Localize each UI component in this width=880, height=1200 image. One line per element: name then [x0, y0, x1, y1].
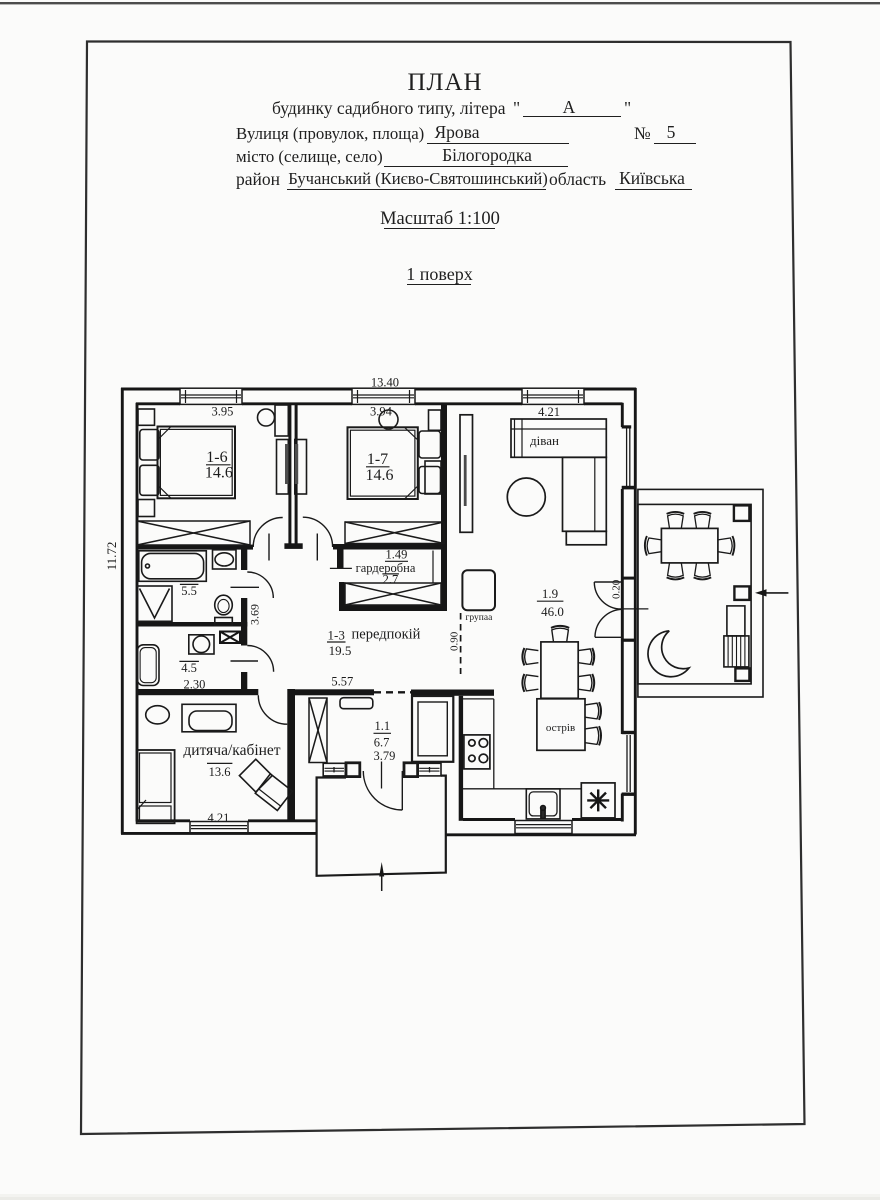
svg-text:": ": [513, 98, 520, 118]
svg-text:1-7: 1-7: [367, 451, 388, 468]
svg-text:1.49: 1.49: [385, 548, 407, 562]
svg-text:0.20: 0.20: [610, 579, 622, 599]
svg-text:передпокій: передпокій: [352, 626, 421, 642]
svg-text:1.1: 1.1: [374, 719, 390, 733]
svg-text:№: №: [634, 123, 651, 143]
svg-text:4.5: 4.5: [181, 661, 197, 675]
svg-text:1-6: 1-6: [206, 449, 227, 466]
svg-text:5.5: 5.5: [181, 584, 197, 598]
svg-text:13.40: 13.40: [371, 375, 399, 389]
svg-text:гардеробна: гардеробна: [356, 561, 416, 575]
svg-text:діван: діван: [530, 433, 559, 448]
svg-text:14.6: 14.6: [205, 465, 233, 482]
svg-text:область: область: [549, 169, 606, 189]
svg-text:4.21: 4.21: [538, 405, 560, 419]
svg-text:Ярова: Ярова: [435, 122, 480, 142]
svg-text:2.7: 2.7: [383, 572, 399, 586]
svg-text:3.94: 3.94: [370, 405, 393, 419]
svg-text:2.30: 2.30: [183, 677, 205, 691]
svg-text:Масштаб 1:100: Масштаб 1:100: [380, 209, 500, 229]
svg-text:острів: острів: [546, 722, 575, 734]
svg-text:1.9: 1.9: [542, 586, 558, 601]
svg-text:0.90: 0.90: [448, 631, 460, 651]
svg-text:19.5: 19.5: [329, 643, 352, 658]
svg-text:Київська: Київська: [619, 168, 685, 188]
svg-text:будинку садибного типу, літера: будинку садибного типу, літера: [272, 98, 506, 118]
svg-text:Вулиця (провулок, площа): Вулиця (провулок, площа): [236, 124, 424, 143]
svg-text:3.79: 3.79: [373, 749, 395, 763]
svg-text:14.6: 14.6: [366, 467, 394, 484]
svg-text:Білогородка: Білогородка: [442, 145, 532, 165]
svg-text:1-3: 1-3: [328, 627, 345, 642]
svg-text:13.6: 13.6: [209, 765, 231, 779]
svg-text:Бучанський (Києво-Святошинськи: Бучанський (Києво-Святошинський): [288, 169, 548, 188]
svg-text:1 поверх: 1 поверх: [406, 264, 473, 284]
svg-text:11.72: 11.72: [104, 542, 119, 571]
svg-text:3.69: 3.69: [248, 604, 262, 625]
svg-text:46.0: 46.0: [541, 604, 564, 619]
svg-text:3.95: 3.95: [211, 405, 233, 419]
svg-text:А: А: [563, 97, 576, 117]
svg-text:4.21: 4.21: [207, 811, 229, 825]
svg-text:групаа: групаа: [466, 613, 494, 623]
svg-text:6.7: 6.7: [374, 735, 390, 749]
svg-text:5.57: 5.57: [331, 674, 353, 688]
svg-text:місто (селище, село): місто (селище, село): [236, 147, 383, 166]
svg-text:дитяча/кабінет: дитяча/кабінет: [183, 742, 280, 759]
svg-text:5: 5: [667, 122, 676, 142]
svg-text:": ": [624, 98, 631, 118]
svg-text:ПЛАН: ПЛАН: [407, 69, 482, 96]
svg-text:район: район: [236, 169, 280, 189]
